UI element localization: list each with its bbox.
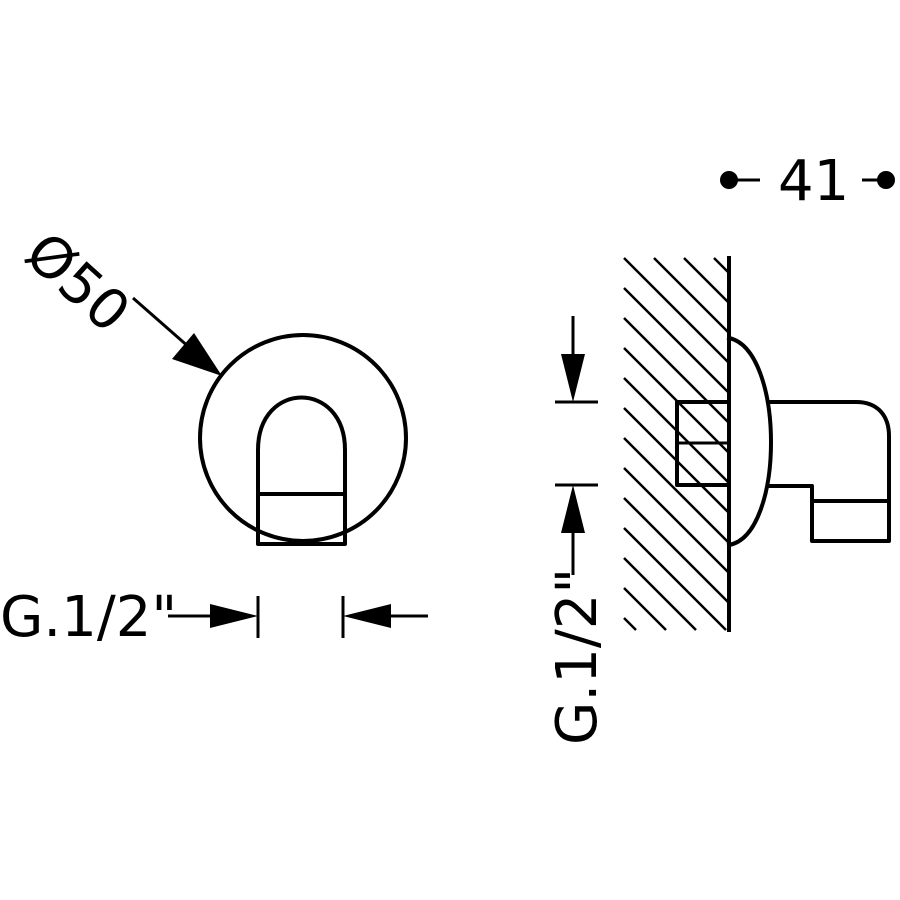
side-thread-dimension: G.1/2": [545, 316, 610, 745]
front-thread-dimension: G.1/2": [0, 585, 428, 650]
depth-label: 41: [778, 149, 849, 214]
front-flange-circle: [198, 333, 408, 543]
front-thread-arrow-right: [343, 604, 391, 628]
front-thread-label: G.1/2": [0, 585, 177, 650]
depth-dimension: 41: [720, 149, 895, 214]
depth-dot-right: [877, 171, 895, 189]
diameter-arrowhead: [172, 333, 222, 376]
side-elbow: [768, 400, 891, 543]
front-outlet-arch: [256, 395, 347, 546]
side-view: [623, 256, 891, 632]
side-thread-arrow-top: [561, 354, 585, 402]
side-thread-label: G.1/2": [545, 568, 610, 745]
front-thread-arrow-left: [210, 604, 258, 628]
side-thread-arrow-bottom: [561, 485, 585, 533]
diameter-dimension: Ø50: [13, 220, 222, 376]
diameter-label: Ø50: [13, 220, 142, 345]
front-view: [198, 333, 408, 546]
side-flange-dome: [726, 335, 773, 548]
diameter-leader-line: [132, 296, 191, 350]
